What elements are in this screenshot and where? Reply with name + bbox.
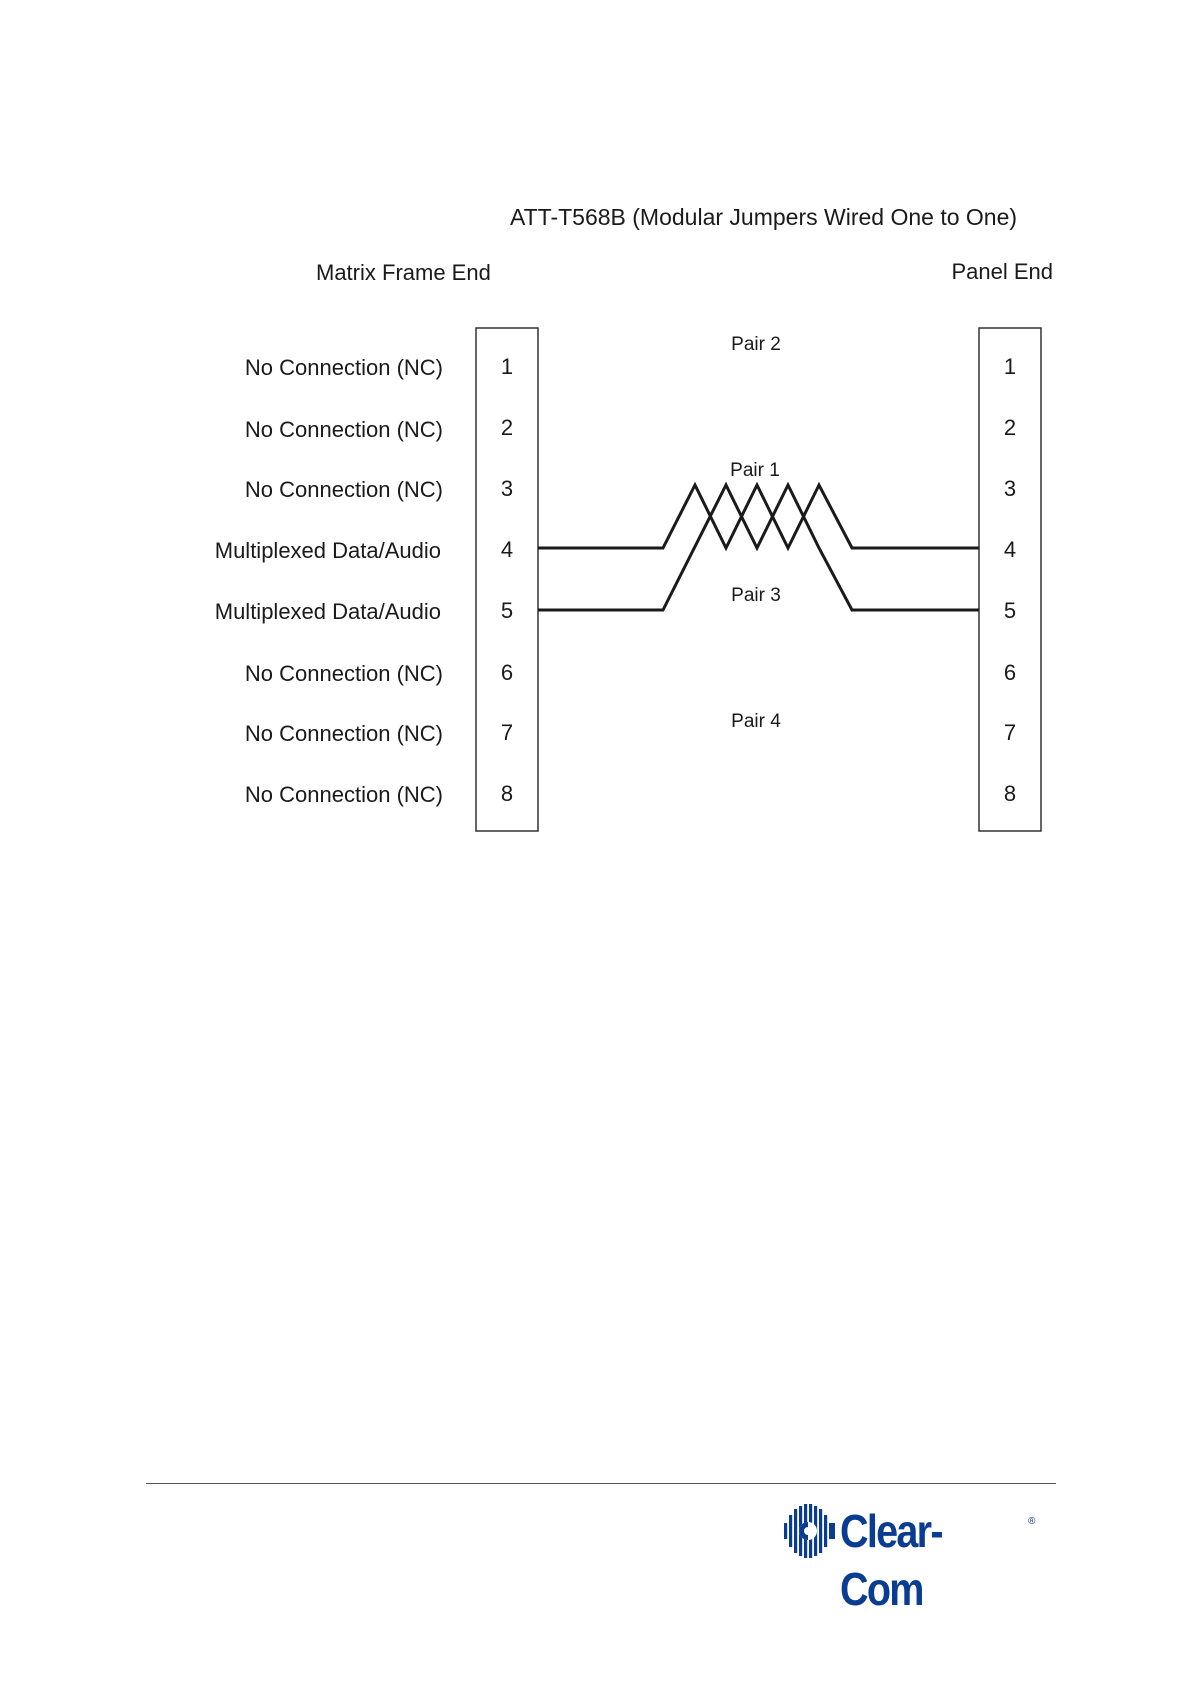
pair-4-label: Pair 4	[731, 711, 781, 732]
left-pin-8: 8	[501, 781, 513, 806]
clear-com-logo: Clear-Com ®	[782, 1502, 1042, 1615]
wire-pin-4	[538, 481, 979, 552]
left-pin-2: 2	[501, 415, 513, 440]
pair-2-label: Pair 2	[731, 334, 781, 355]
pin-label-7: No Connection (NC)	[245, 721, 443, 746]
clear-com-logo-mark-icon	[784, 1504, 835, 1558]
wire-pin-5	[538, 481, 979, 612]
right-pin-numbers: 1 2 3 4 5 6 7 8	[1004, 354, 1016, 806]
pair-1-label: Pair 1	[730, 460, 780, 481]
right-pin-8: 8	[1004, 781, 1016, 806]
pair-labels: Pair 2 Pair 1 Pair 3 Pair 4	[730, 334, 781, 732]
panel-connector	[978, 327, 1042, 832]
left-pin-numbers: 1 2 3 4 5 6 7 8	[501, 354, 513, 806]
right-pin-5: 5	[1004, 598, 1016, 623]
pin-label-1: No Connection (NC)	[245, 355, 443, 380]
pin-label-2: No Connection (NC)	[245, 417, 443, 442]
matrix-frame-end-label: Matrix Frame End	[316, 260, 491, 285]
left-pin-3: 3	[501, 476, 513, 501]
left-pin-4: 4	[501, 537, 513, 562]
left-pin-6: 6	[501, 660, 513, 685]
pin-label-8: No Connection (NC)	[245, 782, 443, 807]
diagram-title: ATT-T568B (Modular Jumpers Wired One to …	[510, 204, 1017, 230]
twisted-pair-wires	[538, 481, 979, 612]
registered-mark: ®	[1028, 1516, 1036, 1527]
right-pin-7: 7	[1004, 720, 1016, 745]
panel-end-label: Panel End	[951, 259, 1053, 284]
right-pin-3: 3	[1004, 476, 1016, 501]
right-pin-6: 6	[1004, 660, 1016, 685]
left-pin-7: 7	[501, 720, 513, 745]
wiring-diagram: ATT-T568B (Modular Jumpers Wired One to …	[215, 204, 1053, 832]
right-pin-2: 2	[1004, 415, 1016, 440]
left-pin-5: 5	[501, 598, 513, 623]
pin-label-6: No Connection (NC)	[245, 661, 443, 686]
footer-rule	[146, 1483, 1056, 1484]
pin-label-3: No Connection (NC)	[245, 477, 443, 502]
right-pin-4: 4	[1004, 537, 1016, 562]
right-pin-1: 1	[1004, 354, 1016, 379]
left-pin-1: 1	[501, 354, 513, 379]
pair-3-label: Pair 3	[731, 585, 781, 606]
pin-label-5: Multiplexed Data/Audio	[215, 599, 441, 624]
pin-label-4: Multiplexed Data/Audio	[215, 538, 441, 563]
clear-com-logo-text: Clear-Com	[840, 1505, 944, 1615]
pin-labels: No Connection (NC) No Connection (NC) No…	[215, 355, 443, 807]
matrix-frame-connector	[475, 327, 539, 832]
